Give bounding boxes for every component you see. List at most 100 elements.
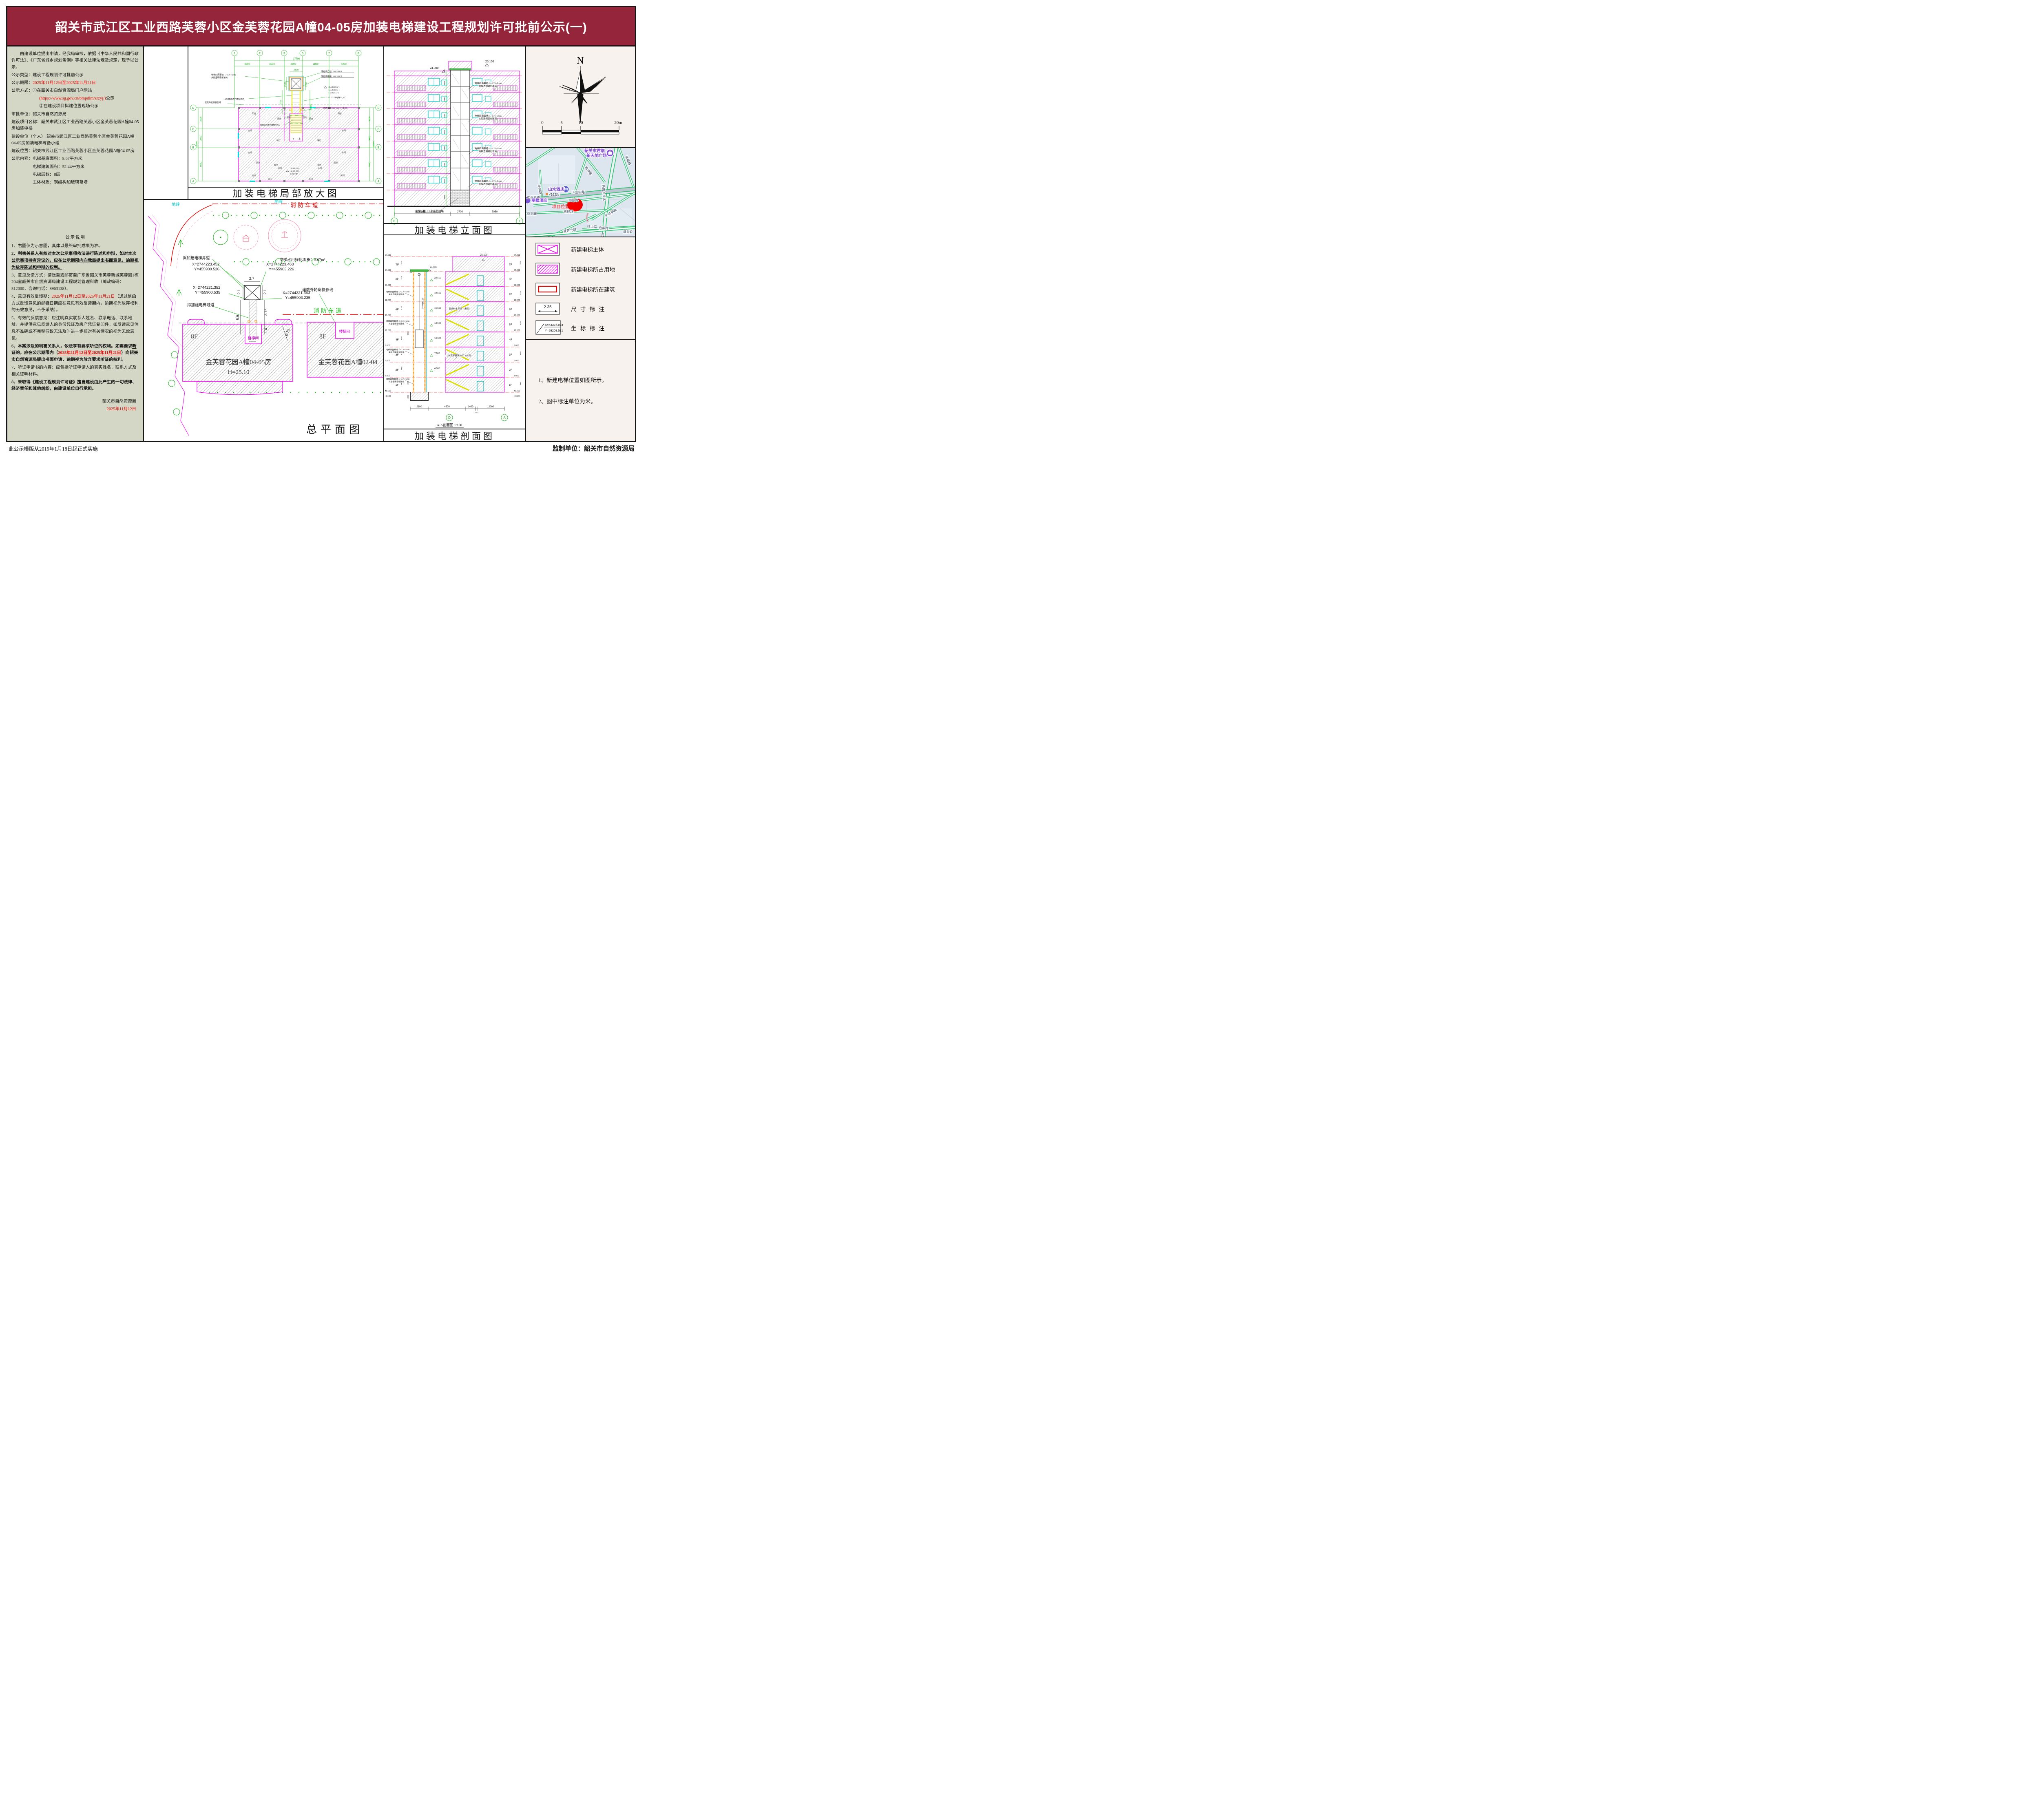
svg-text:Y=58209.521: Y=58209.521	[545, 329, 563, 332]
notice-paragraph: ②在建设项目拟建位置现场公示	[39, 104, 99, 109]
svg-text:2.1: 2.1	[237, 289, 241, 294]
page-title: 韶关市武江区工业西路芙蓉小区金芙蓉花园A幢04-05房加装电梯建设工程规划许可批…	[55, 21, 587, 34]
map-roads	[526, 147, 635, 237]
svg-text:3000: 3000	[400, 381, 402, 385]
notice-sheet: 韶关市武江区工业西路芙蓉小区金芙蓉花园A幢04-05房加装电梯建设工程规划许可批…	[6, 6, 636, 442]
svg-text:工业西路: 工业西路	[527, 195, 540, 199]
svg-text:厕所: 厕所	[287, 116, 291, 119]
svg-text:楼梯间: 楼梯间	[248, 336, 259, 340]
svg-text:18.000 (7F): 18.000 (7F)	[290, 167, 299, 169]
legend-item-coordinate: X=43337.034 Y=58209.521 坐 标 标 注	[535, 320, 604, 335]
notice-text-panel: 由建设单位提出申请，经我局审核，依据《中华人民共和国行政许可法》、《广东省城乡规…	[7, 46, 143, 441]
notice-paragraph: 5、有效的反馈意见：应注明真实联系人姓名、联系电话、联系地址，并提供意见反馈人的…	[11, 316, 139, 341]
svg-text:±0.000: ±0.000	[514, 390, 520, 392]
section-building	[445, 256, 505, 393]
svg-text:12.000: 12.000	[514, 330, 520, 332]
svg-text:3000: 3000	[400, 321, 402, 325]
svg-text:7.500: 7.500	[434, 352, 440, 355]
svg-text:3000: 3000	[369, 136, 371, 141]
svg-text:电梯占用绿化面积：5.67m²: 电梯占用绿化面积：5.67m²	[279, 257, 325, 262]
svg-text:Y=455903.235: Y=455903.235	[285, 296, 310, 300]
svg-text:3800: 3800	[313, 63, 318, 66]
svg-text:钢结构支撑梁（余同）: 钢结构支撑梁（余同）	[449, 307, 471, 310]
svg-text:如意路: 如意路	[568, 198, 578, 202]
svg-text:地砖: 地砖	[274, 200, 283, 204]
svg-text:消防车道: 消防车道	[314, 307, 343, 314]
svg-text:27.000: 27.000	[514, 254, 520, 257]
svg-text:8F: 8F	[319, 333, 326, 340]
svg-text:6.000: 6.000	[514, 360, 519, 362]
svg-text:丽枫酒店: 丽枫酒店	[531, 198, 548, 203]
svg-text:丹: 丹	[601, 233, 604, 237]
siteplan-drawing: 2.7 2.1 2.1 3.75 5.9 1.4 1.2 0.75	[148, 200, 384, 436]
divider-v4	[525, 46, 526, 441]
svg-text:D: D	[192, 107, 194, 110]
svg-text:6F: 6F	[396, 308, 399, 311]
svg-text:新建电梯所占用地: 新建电梯所占用地	[571, 267, 615, 273]
elevation-caption: 加装电梯立面图	[414, 225, 495, 234]
svg-text:2000: 2000	[444, 179, 446, 183]
divider-v3	[383, 46, 384, 441]
svg-text:新天地广场: 新天地广场	[586, 153, 607, 158]
notes-panel: 1、新建电梯位置如图所示。 2、图中标注单位为米。	[526, 340, 635, 441]
svg-text:750: 750	[284, 117, 286, 119]
legend-item-elevator-body: 新建电梯主体	[535, 243, 604, 256]
svg-text:厕所: 厕所	[256, 161, 260, 164]
svg-text:餐厅: 餐厅	[276, 139, 281, 142]
siteplan-caption: 总平面图	[306, 424, 363, 436]
svg-text:4500: 4500	[444, 406, 450, 408]
section-drawing: 22.500 19.500 16.500 13.500 10.500 7.500…	[385, 254, 522, 428]
svg-text:180: 180	[301, 115, 304, 116]
svg-text:24.000: 24.000	[430, 67, 439, 70]
svg-text:700: 700	[284, 113, 286, 115]
svg-text:1200: 1200	[294, 122, 299, 124]
svg-text:13.500: 13.500	[434, 322, 441, 325]
svg-text:阳台: 阳台	[252, 112, 256, 115]
svg-text:18.000: 18.000	[514, 299, 520, 302]
svg-text:A: A	[503, 416, 506, 420]
svg-text:厨房: 厨房	[277, 117, 281, 120]
svg-text:B: B	[378, 146, 380, 149]
compass-rose-icon	[559, 66, 606, 124]
title-bar: 韶关市武江区工业西路芙蓉小区金芙蓉花园A幢04-05房加装电梯建设工程规划许可批…	[7, 7, 635, 46]
svg-text:X=2744223.452: X=2744223.452	[192, 262, 219, 267]
svg-text:电梯四面幕墙: 5+0.76+5mm: 电梯四面幕墙: 5+0.76+5mm	[386, 348, 410, 351]
notice-paragraph: 公示类型：建设工程规划许可批前公示	[11, 73, 84, 77]
svg-text:拆除墙体改为电梯出入口: 拆除墙体改为电梯出入口	[260, 124, 281, 126]
svg-text:X=2744221.352: X=2744221.352	[193, 285, 220, 290]
svg-text:电梯四面幕墙: 5+0.76+5mm: 电梯四面幕墙: 5+0.76+5mm	[386, 290, 410, 293]
svg-text:厕所: 厕所	[303, 116, 307, 119]
svg-text:建筑外轮廓投影线: 建筑外轮廓投影线	[302, 287, 334, 292]
svg-text:津头岭: 津头岭	[623, 230, 633, 234]
svg-text:韶关市君临: 韶关市君临	[584, 148, 605, 153]
divider-h5	[525, 339, 635, 340]
legend-item-dimension: 2.35 尺 寸 标 注	[535, 303, 606, 315]
svg-text:电梯一楼: 2.0米高防撞墙: 电梯一楼: 2.0米高防撞墙	[415, 209, 444, 213]
svg-text:C: C	[377, 128, 379, 131]
svg-text:3F: 3F	[396, 354, 399, 356]
svg-text:夹胶透明钢化玻璃: 夹胶透明钢化玻璃	[389, 293, 405, 296]
svg-text:下: 下	[292, 138, 294, 140]
svg-text:地砖: 地砖	[172, 202, 180, 207]
svg-text:怡华路: 怡华路	[599, 226, 608, 230]
svg-text:1900: 1900	[407, 380, 409, 385]
svg-text:100: 100	[475, 411, 478, 414]
svg-text:600: 600	[290, 122, 293, 124]
svg-text:9.000: 9.000	[385, 345, 390, 347]
svg-text:5900: 5900	[310, 104, 312, 108]
svg-text:钢结构横梁: 180*100*5: 钢结构横梁: 180*100*5	[321, 75, 342, 78]
floorplan-caption: 加装电梯局部放大图	[233, 188, 339, 199]
svg-text:阳台: 阳台	[268, 178, 272, 181]
section-bottom-dims: 2100 4500 1400 100 12000 D A A-A剖面图 1:10…	[410, 406, 508, 428]
siteplan-panel: 2.7 2.1 2.1 3.75 5.9 1.4 1.2 0.75	[144, 200, 384, 441]
svg-text:7: 7	[328, 52, 330, 55]
plan-elevator-shaft	[288, 76, 304, 114]
svg-text:夹胶透明钢化玻璃: 夹胶透明钢化玻璃	[479, 117, 497, 120]
svg-text:2.7: 2.7	[249, 276, 254, 281]
svg-text:A-A剖面图 1:100: A-A剖面图 1:100	[437, 423, 462, 427]
svg-text:3000: 3000	[400, 336, 402, 340]
notice-paragraph: 公示方式：①在韶关市自然资源局门户网站	[11, 88, 92, 93]
svg-text:13.500 (5.5F): 13.500 (5.5F)	[328, 89, 340, 91]
svg-text:尺 寸 标 注: 尺 寸 标 注	[571, 306, 606, 312]
